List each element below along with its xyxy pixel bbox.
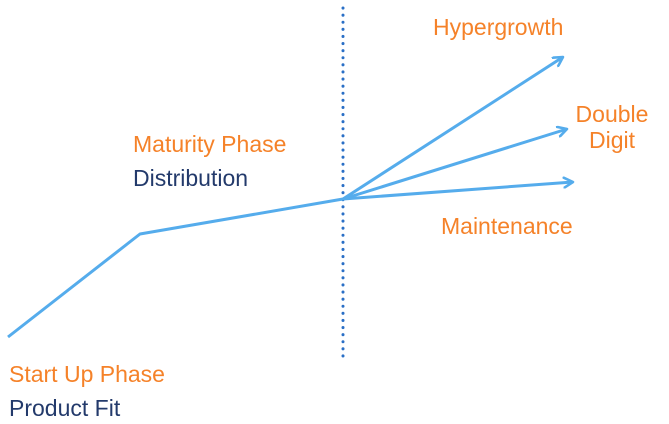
maturity-phase-label: Maturity Phase bbox=[133, 131, 287, 157]
maintenance-label: Maintenance bbox=[441, 213, 573, 239]
hypergrowth-label: Hypergrowth bbox=[433, 14, 564, 40]
double-digit-arrow bbox=[342, 129, 567, 201]
double-digit-label-line1: Double bbox=[575, 101, 649, 127]
maintenance-arrow bbox=[342, 182, 573, 201]
distribution-label: Distribution bbox=[133, 165, 249, 191]
double-digit-label-line2: Digit bbox=[588, 127, 635, 153]
double-digit-label: Double Digit bbox=[562, 101, 662, 153]
growth-trajectory-line bbox=[7, 197, 344, 339]
product-fit-label: Product Fit bbox=[9, 395, 121, 421]
hypergrowth-arrow bbox=[342, 57, 563, 201]
start-up-phase-label: Start Up Phase bbox=[9, 361, 165, 387]
